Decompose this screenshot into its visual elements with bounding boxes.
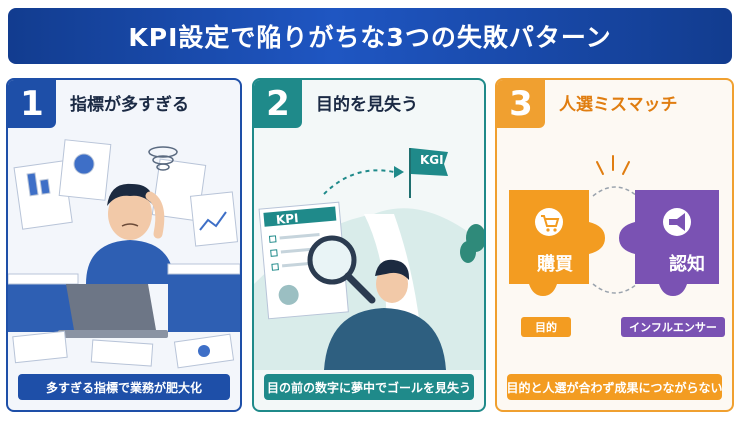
card-too-many-metrics: 1 指標が多すぎる <box>6 78 242 412</box>
card-number: 2 <box>254 80 302 128</box>
scattered-documents <box>12 330 235 369</box>
megaphone-icon <box>669 213 685 231</box>
document-icon <box>13 139 239 247</box>
kpi-label: KPI <box>275 211 300 227</box>
card-title: 指標が多すぎる <box>70 95 189 115</box>
cart-icon <box>541 215 560 227</box>
lost-goal-illustration <box>254 148 484 370</box>
card-caption: 多すぎる指標で業務が肥大化 <box>18 374 230 400</box>
spark-lines-icon <box>596 155 630 175</box>
card-title: 人選ミスマッチ <box>559 95 678 115</box>
tag-purpose: 目的 <box>521 317 571 337</box>
dashed-arrow <box>323 169 395 195</box>
card-title: 目的を見失う <box>316 95 418 115</box>
magnifying-glass-icon <box>307 235 376 304</box>
kgi-label: KGI <box>420 153 444 167</box>
puzzle-left-label: 購買 <box>537 254 573 275</box>
card-casting-mismatch: 3 人選ミスマッチ 購買 認知 目的 インフルエンサー 目的と人選が合わず成果に… <box>495 78 734 412</box>
puzzle-piece-purchase <box>509 190 605 296</box>
overwhelmed-worker-illustration <box>8 139 240 369</box>
page-title: KPI設定で陥りがちな3つの失敗パターン <box>128 23 612 52</box>
puzzle-right-label: 認知 <box>669 254 705 275</box>
card-number: 3 <box>497 80 545 128</box>
puzzle-piece-awareness <box>619 190 719 296</box>
title-banner: KPI設定で陥りがちな3つの失敗パターン <box>8 8 732 64</box>
cart-icon-bg <box>535 208 563 236</box>
kpi-document-icon <box>258 201 349 320</box>
person-figure <box>324 259 446 370</box>
card-caption: 目の前の数字に夢中でゴールを見失う <box>264 374 474 400</box>
tag-influencer: インフルエンサー <box>621 317 725 337</box>
puzzle-mismatch-illustration <box>509 155 719 296</box>
card-caption: 目的と人選が合わず成果につながらない <box>507 374 723 400</box>
stress-swirl-icon <box>148 146 178 171</box>
arrow-head-icon <box>394 166 404 178</box>
tree-icon <box>460 224 484 263</box>
flag-icon <box>411 148 448 176</box>
person-figure <box>86 183 174 284</box>
paper-stack <box>8 263 240 332</box>
card-lose-purpose: 2 目的を見失う <box>252 78 486 412</box>
card-number: 1 <box>8 80 56 128</box>
laptop-icon <box>58 284 168 338</box>
